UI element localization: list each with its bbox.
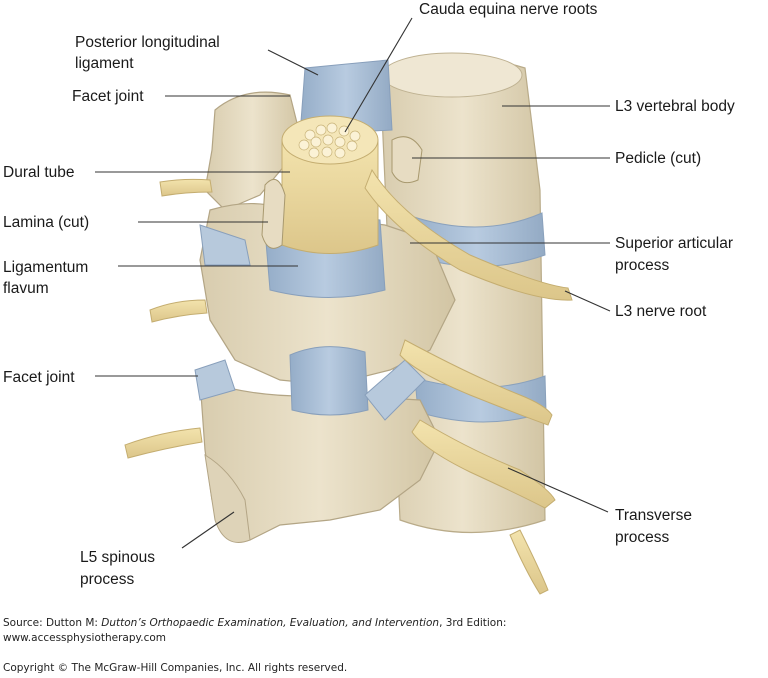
leader-lines [95,17,611,549]
label-process-transverse: process [615,529,670,546]
label-flavum: flavum [3,280,49,297]
facet-capsule-lower [194,359,236,401]
label-l3-vertebral-body: L3 vertebral body [615,98,735,115]
label-posterior-longitudinal: Posterior longitudinal [75,34,220,51]
source-prefix: Source: Dutton M: [3,617,102,629]
label-pedicle: Pedicle (cut) [615,150,702,167]
label-l3-nerve-root: L3 nerve root [615,303,707,320]
label-ligament: ligament [75,55,134,72]
source-url: www.accessphysiotherapy.com [3,632,166,644]
label-superior-articular: Superior articular [615,235,734,252]
nerve-roots [124,168,573,595]
lumbar-spine-illustration [95,17,611,595]
label-facet-joint-upper: Facet joint [72,88,144,105]
label-l5-spinous: L5 spinous [80,549,155,566]
label-lamina: Lamina (cut) [3,214,90,231]
source-title: Dutton’s Orthopaedic Examination, Evalua… [101,617,440,629]
copyright: Copyright © The McGraw-Hill Companies, I… [3,662,348,674]
dural-tube [281,115,379,254]
label-dural-tube: Dural tube [3,164,75,181]
pedicle-cut-surface [391,136,423,184]
label-cauda-equina: Cauda equina nerve roots [419,1,598,18]
label-transverse: Transverse [615,507,692,524]
facet-capsule-upper [199,224,251,266]
label-process-articular: process [615,257,670,274]
source-citation: Source: Dutton M: Dutton’s Orthopaedic E… [3,616,506,630]
label-ligamentum: Ligamentum [3,259,89,276]
facet-capsule-right [364,359,426,421]
lamina-cut-surface [261,178,286,249]
ligamentum-flavum-lower [289,346,369,416]
source-suffix: , 3rd Edition: [439,617,507,629]
label-process-spinous: process [80,571,135,588]
label-facet-joint-lower: Facet joint [3,369,75,386]
